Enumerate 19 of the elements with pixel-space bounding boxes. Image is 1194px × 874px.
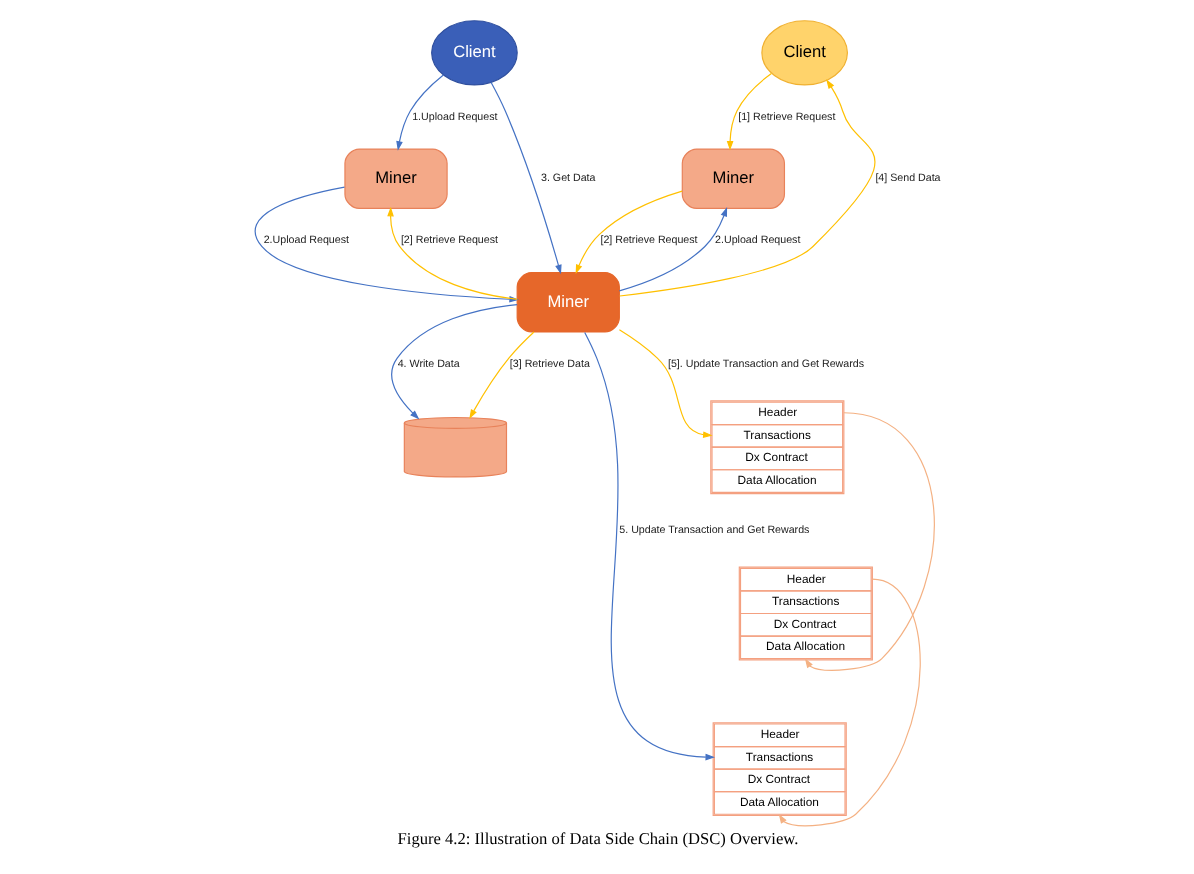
arrow	[725, 72, 771, 151]
arrow	[618, 79, 875, 297]
node-ellipse: Client	[760, 20, 847, 86]
arrow	[574, 190, 682, 274]
arrow	[386, 206, 517, 300]
arrow	[777, 578, 920, 827]
caption: Figure 4.2: Illustration of Data Side Chain (DSC) Overview.	[396, 829, 798, 848]
node-box: Miner	[680, 148, 785, 210]
arrow	[617, 207, 727, 292]
node-box: Miner	[515, 272, 619, 333]
arrow	[395, 74, 443, 151]
arrow	[489, 81, 561, 275]
arrow	[468, 331, 534, 419]
arrow	[803, 412, 934, 671]
arrow	[583, 331, 714, 761]
node-ellipse: Client	[430, 20, 517, 86]
node-box: Miner	[343, 148, 447, 210]
arrow	[390, 303, 517, 420]
arrow	[617, 329, 712, 439]
